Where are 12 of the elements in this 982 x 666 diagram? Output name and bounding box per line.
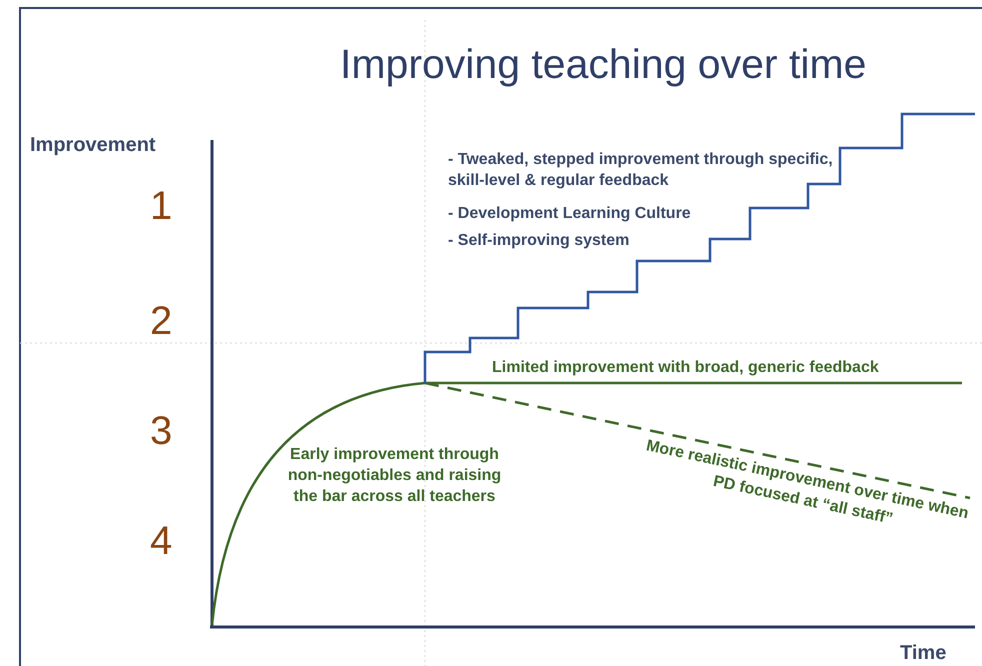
annotation: Limited improvement with broad, generic feedback — [492, 358, 880, 378]
axis-number: 3 — [150, 408, 174, 455]
annotation: Early improvement through non-negotiables and raising the bar across all teachers — [286, 445, 502, 507]
annotation: - Development Learning Culture — [448, 204, 692, 224]
chart-title: Improving teaching over time — [340, 40, 868, 89]
axis-number: 2 — [150, 298, 174, 345]
axis-number: 1 — [150, 183, 174, 230]
axis-number: 4 — [150, 518, 174, 565]
annotation: - Tweaked, stepped improvement through specific, skill-level & regular feedback — [448, 150, 834, 191]
axis-label: Time — [900, 641, 948, 666]
annotation: - Self-improving system — [448, 231, 630, 251]
axis-label: Improvement — [30, 133, 157, 158]
